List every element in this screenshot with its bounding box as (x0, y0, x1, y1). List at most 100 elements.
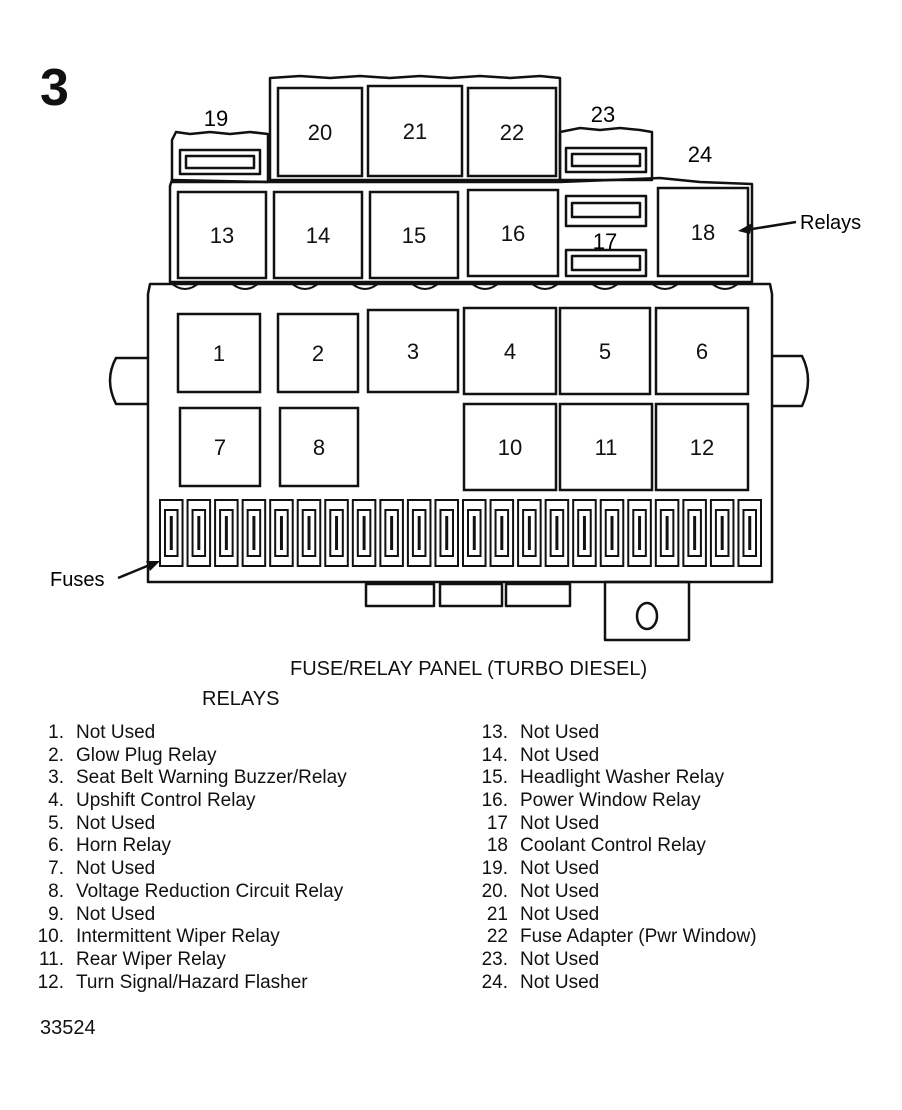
relay-slot-14 (272, 190, 364, 280)
fuse-18 (627, 499, 652, 567)
connector-hole (635, 601, 659, 631)
relay-number-3: 3 (407, 339, 419, 364)
legend-item: 8.Voltage Reduction Circuit Relay (30, 881, 450, 904)
relay-slot-6 (654, 306, 750, 396)
relay-slot-22 (466, 86, 558, 178)
fuse-7 (324, 499, 349, 567)
legend-item-number: 19. (481, 858, 508, 880)
fuse-14 (517, 499, 542, 567)
relay-number-16: 16 (501, 221, 525, 246)
legend-item: 16.Power Window Relay (474, 790, 874, 813)
relay-slot-21 (366, 84, 464, 178)
legend-item-number: 10. (37, 926, 64, 948)
relay-number-5: 5 (599, 339, 611, 364)
legend-item-text: Not Used (76, 858, 156, 880)
legend-item-text: Not Used (520, 858, 600, 880)
relay-slot-11 (558, 402, 654, 492)
legend-item: 13.Not Used (474, 722, 874, 745)
legend-item-text: Turn Signal/Hazard Flasher (76, 971, 308, 993)
legend-item: 23. Not Used (474, 949, 874, 972)
relay-number-13: 13 (210, 223, 234, 248)
relay-number-6: 6 (696, 339, 708, 364)
relay-number-22: 22 (500, 120, 524, 145)
legend-item-text: Not Used (520, 744, 600, 766)
fuse-1 (159, 499, 184, 567)
legend-item: 2.Glow Plug Relay (30, 745, 450, 768)
legend-item-number: 15. (481, 767, 508, 789)
legend-item-number: 4. (48, 790, 64, 812)
relay-number-4: 4 (504, 339, 516, 364)
fuse-17 (599, 499, 625, 567)
relay-slot-5 (558, 306, 652, 396)
legend-item-text: Not Used (520, 971, 600, 993)
legend-item-text: Horn Relay (76, 835, 172, 857)
relay-number-8: 8 (313, 435, 325, 460)
fuse-22 (737, 499, 762, 567)
callout-relays-arrow (745, 220, 797, 232)
relay-number-11: 11 (595, 435, 618, 460)
fuse-10 (406, 499, 432, 567)
fuse-11 (434, 499, 460, 567)
label-19: 19 (204, 106, 228, 131)
main-housing (146, 282, 774, 584)
legend-item-number: 20. (481, 880, 508, 902)
relay-slot-18 (656, 186, 750, 278)
bottom-connector (603, 580, 691, 642)
relay-slot-15 (368, 190, 460, 280)
right-mount (772, 354, 810, 408)
relay-number-15: 15 (402, 223, 426, 248)
legend-item-text: Rear Wiper Relay (76, 948, 226, 970)
relay-number-12: 12 (690, 435, 714, 460)
legend-item-number: 23. (481, 948, 508, 970)
legend-item-number: 17 (486, 812, 508, 834)
legend-item: 7.Not Used (30, 858, 450, 881)
legend-item-text: Not Used (76, 812, 156, 834)
fuse-12 (462, 499, 487, 567)
left-mount (108, 356, 148, 406)
relay-slot-1 (176, 312, 262, 394)
figure-code: 33524 (40, 1017, 96, 1039)
callout-relays-label: Relays (800, 212, 861, 234)
callout-fuses-label: Fuses (50, 569, 104, 591)
legend-item-number: 3. (48, 767, 64, 789)
legend-item-text: Voltage Reduction Circuit Relay (76, 880, 344, 902)
legend-item-text: Fuse Adapter (Pwr Window) (520, 926, 757, 948)
legend-item-number: 21 (486, 903, 508, 925)
relay-slot-12 (654, 402, 750, 492)
label-23: 23 (591, 102, 615, 127)
legend-item-number: 16. (481, 790, 508, 812)
legend-item: 3. Seat Belt Warning Buzzer/Relay (30, 767, 450, 790)
figure-number: 3 (40, 59, 69, 117)
fuse-13 (489, 499, 515, 567)
legend-item: 14.Not Used (474, 745, 874, 768)
legend-item-number: 1. (48, 722, 64, 743)
middle-housing (168, 176, 754, 284)
legend-item-text: Glow Plug Relay (76, 744, 217, 766)
relay-slot-8 (278, 406, 360, 488)
legend-item-text: Not Used (520, 880, 600, 902)
legend-item: 5. Not Used (30, 813, 450, 836)
relay-slot-3 (366, 308, 460, 394)
fuse-3 (214, 499, 239, 567)
relay-number-7: 7 (214, 435, 226, 460)
relay-slot-16 (466, 188, 560, 278)
fuse-20 (682, 499, 707, 567)
relay-number-1: 1 (213, 341, 225, 366)
relay-slot-13 (176, 190, 268, 280)
relay-slot-7 (178, 406, 262, 488)
legend-item: 9.Not Used (30, 904, 450, 927)
legend-item-text: Seat Belt Warning Buzzer/Relay (76, 767, 347, 789)
fuse-8 (351, 499, 377, 567)
legend-item-text: Not Used (520, 948, 600, 970)
legend-item-text: Not Used (520, 722, 600, 743)
legend-item-number: 5. (48, 812, 64, 834)
legend-item-text: Upshift Control Relay (76, 790, 256, 812)
fuse-16 (572, 499, 597, 567)
